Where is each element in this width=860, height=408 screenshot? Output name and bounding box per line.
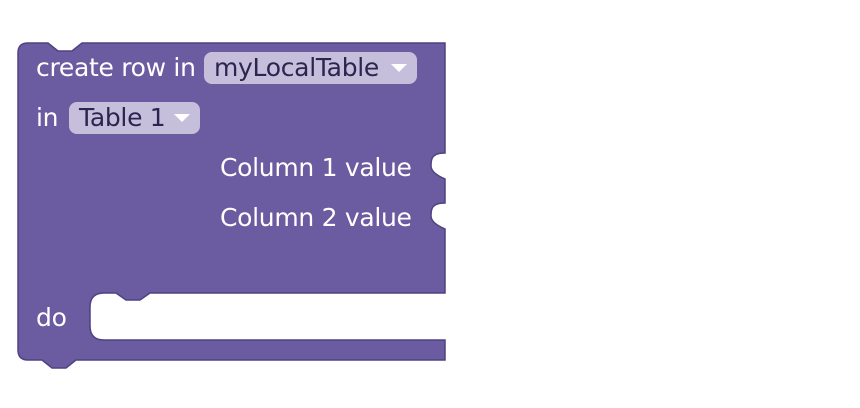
in-label: in	[36, 103, 59, 132]
table-dropdown-value: myLocalTable	[214, 53, 379, 82]
column-2-input-label: Column 2 value	[220, 203, 412, 232]
sheet-dropdown-value: Table 1	[79, 103, 166, 132]
column-1-input-label: Column 1 value	[220, 153, 412, 182]
table-dropdown[interactable]: myLocalTable	[204, 52, 417, 84]
chevron-down-icon[interactable]	[174, 114, 190, 122]
do-label: do	[36, 303, 67, 332]
sheet-dropdown[interactable]: Table 1	[69, 102, 200, 134]
block-header-label: create row in	[36, 53, 196, 82]
chevron-down-icon[interactable]	[391, 64, 407, 72]
